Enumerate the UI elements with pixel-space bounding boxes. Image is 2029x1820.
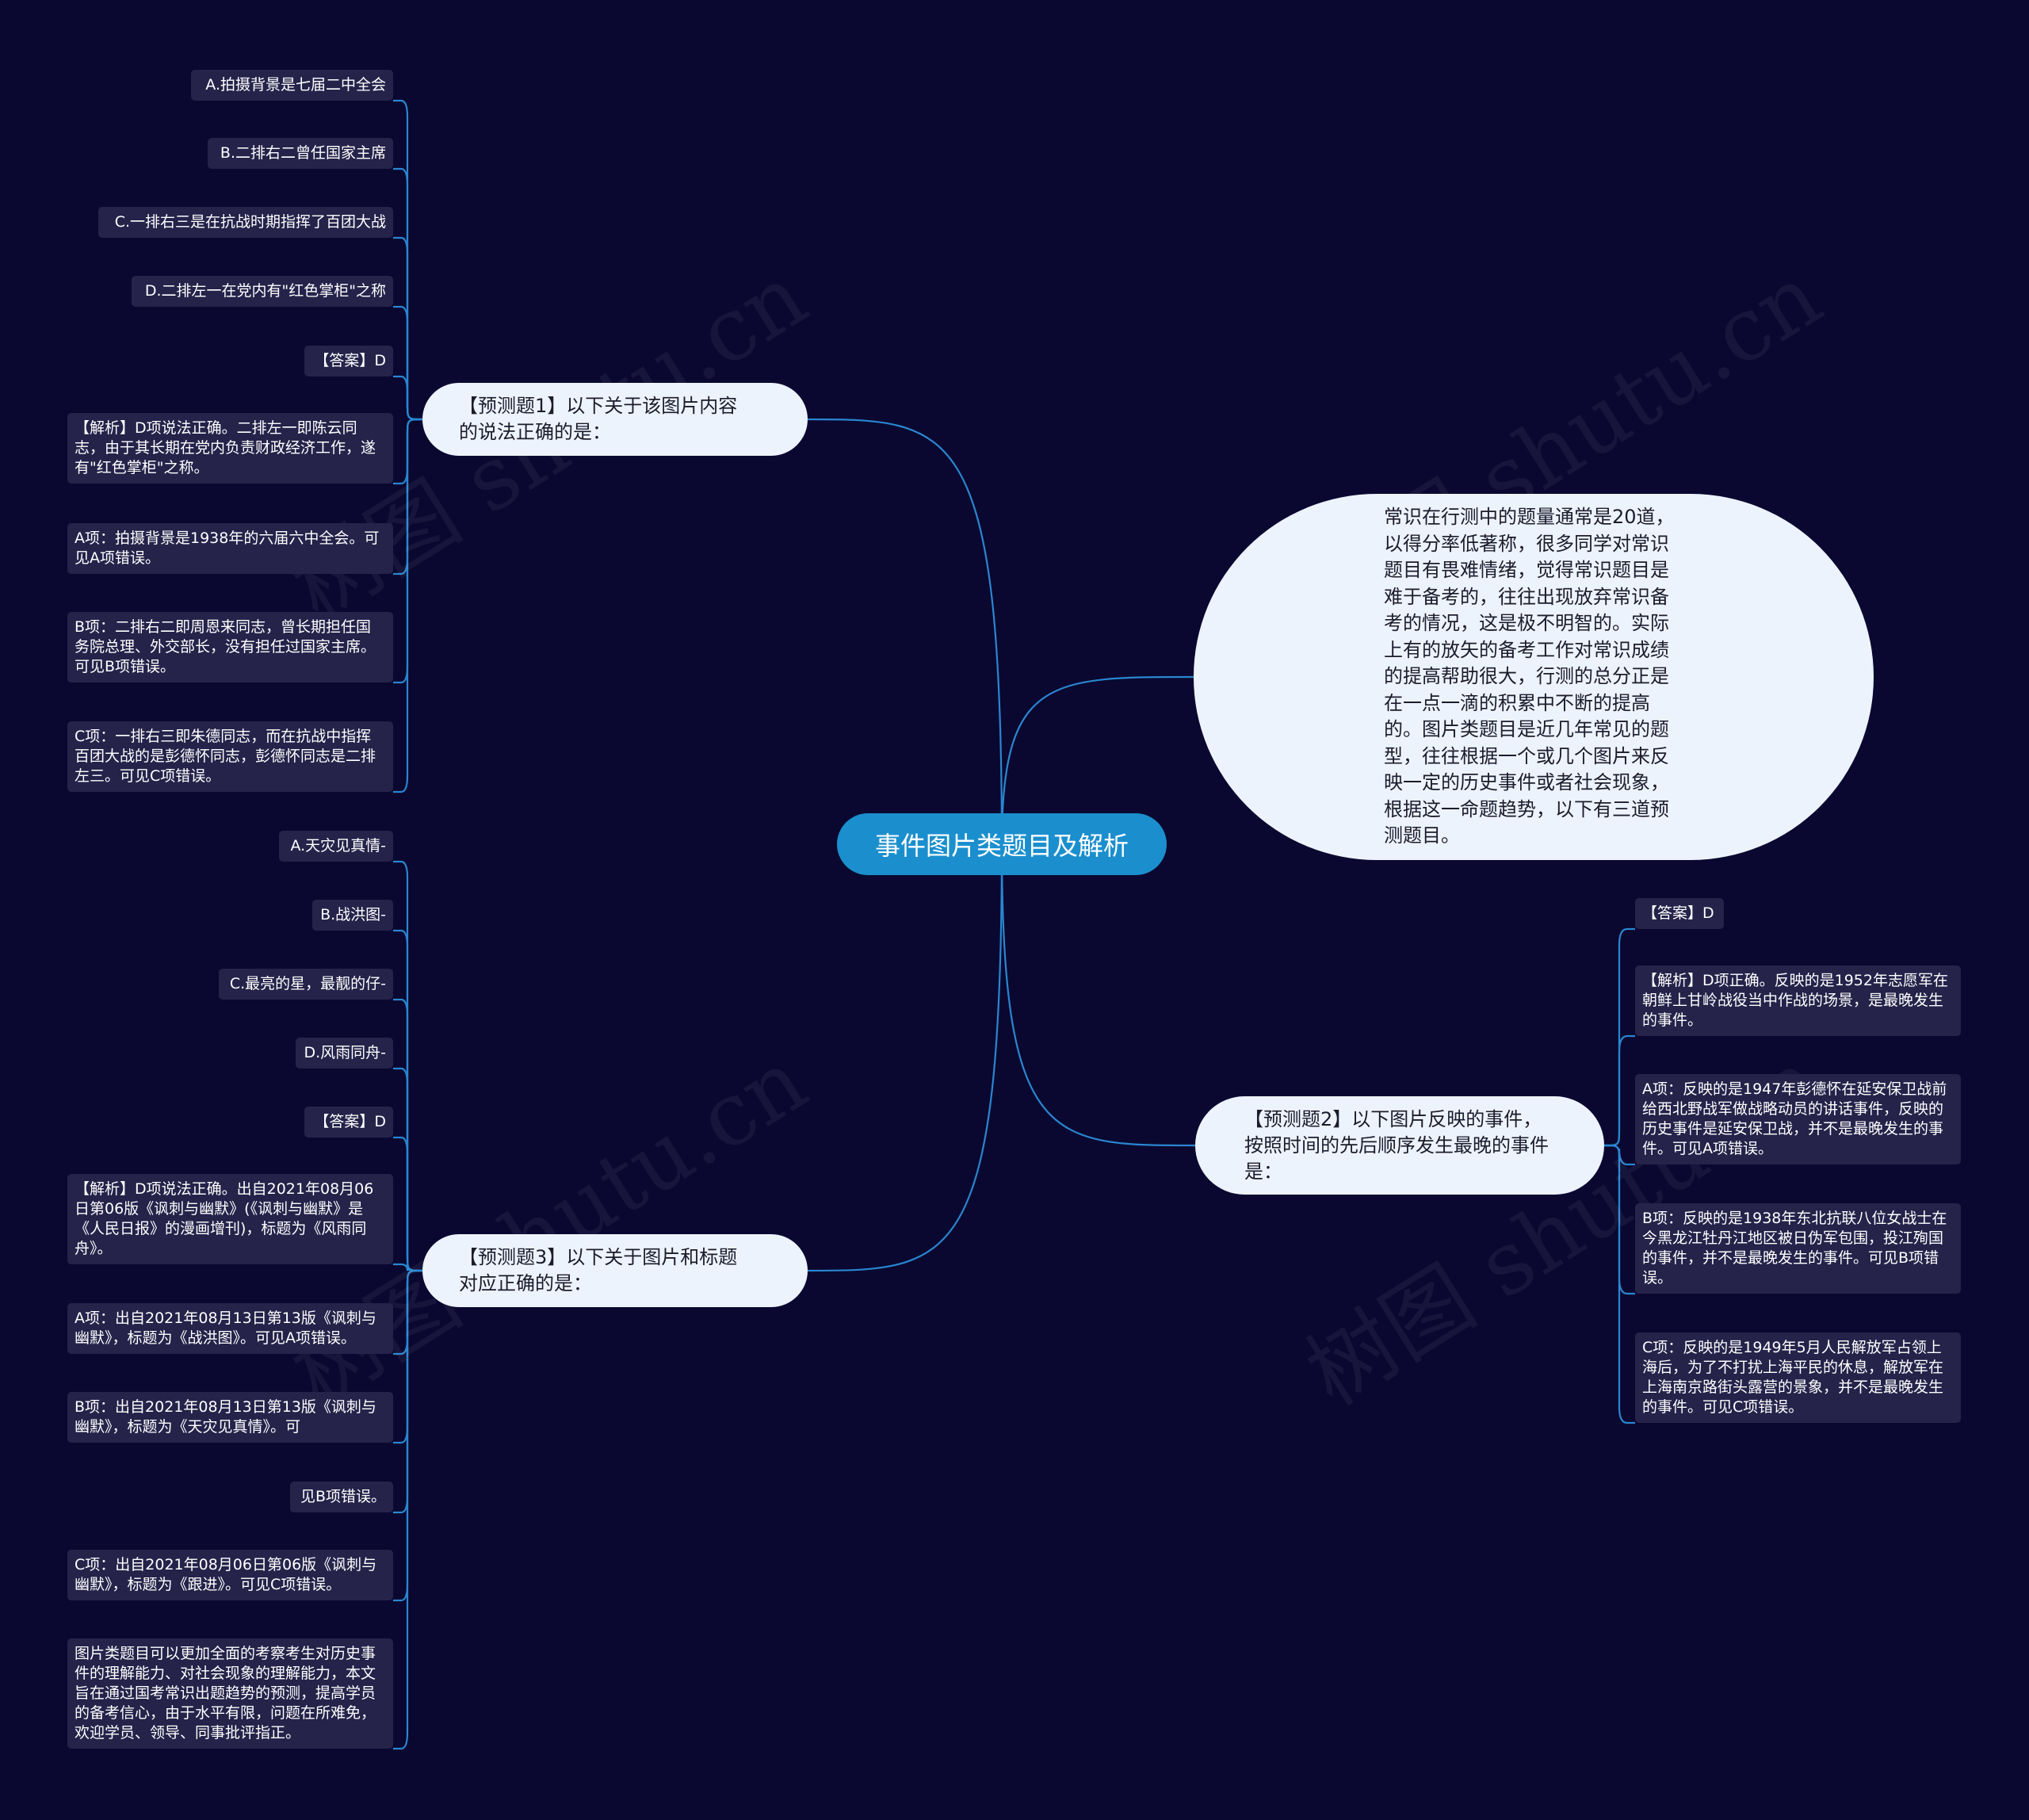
q2-analysis[interactable]: 【解析】D项正确。反映的是1952年志愿军在朝鲜上甘岭战役当中作战的场景，是最晚… — [1635, 965, 1961, 1036]
q1-analysis[interactable]: 【解析】D项说法正确。二排左一即陈云同志，由于其长期在党内负责财政经济工作，遂有… — [67, 413, 393, 484]
q3-option-c[interactable]: C.最亮的星，最靓的仔- — [219, 969, 393, 1000]
q2-answer[interactable]: 【答案】D — [1635, 898, 1724, 929]
intro-node[interactable]: 常识在行测中的题量通常是20道，以得分率低著称，很多同学对常识题目有畏难情绪，觉… — [1194, 494, 1874, 860]
q2-item-b-explain[interactable]: B项：反映的是1938年东北抗联八位女战士在今黑龙江牡丹江地区被日伪军包围，投江… — [1635, 1203, 1961, 1294]
q2-item-a-explain[interactable]: A项：反映的是1947年彭德怀在延安保卫战前给西北野战军做战略动员的讲话事件，反… — [1635, 1074, 1961, 1164]
root-node[interactable]: 事件图片类题目及解析 — [837, 813, 1167, 875]
q1-node[interactable]: 【预测题1】以下关于该图片内容的说法正确的是： — [422, 383, 808, 456]
link-q3-leaf — [393, 1136, 423, 1272]
link-root-q1 — [807, 418, 1003, 845]
link-root-intro — [1000, 675, 1194, 845]
q2-node[interactable]: 【预测题2】以下图片反映的事件，按照时间的先后顺序发生最晚的事件是： — [1195, 1096, 1604, 1195]
link-q2-leaf — [1603, 1144, 1635, 1424]
q1-item-a-explain[interactable]: A项：拍摄背景是1938年的六届六中全会。可见A项错误。 — [67, 523, 393, 574]
q1-option-c[interactable]: C.一排右三是在抗战时期指挥了百团大战 — [98, 207, 393, 238]
q3-option-b[interactable]: B.战洪图- — [312, 900, 393, 931]
q3-answer[interactable]: 【答案】D — [304, 1107, 393, 1138]
q3-item-c-explain[interactable]: C项：出自2021年08月06日第06版《讽刺与幽默》，标题为《跟进》。可见C项… — [67, 1550, 393, 1600]
q2-item-c-explain[interactable]: C项：反映的是1949年5月人民解放军占领上海后，为了不打扰上海平民的休息，解放… — [1635, 1332, 1961, 1423]
q3-title: 【预测题3】以下关于图片和标题对应正确的是： — [459, 1246, 738, 1294]
q1-option-d[interactable]: D.二排左一在党内有"红色掌柜"之称 — [132, 276, 393, 307]
link-q3-leaf — [393, 1269, 423, 1750]
q1-item-c-explain[interactable]: C项：一排右三即朱德同志，而在抗战中指挥百团大战的是彭德怀同志，彭德怀同志是二排… — [67, 721, 393, 792]
q3-summary[interactable]: 图片类题目可以更加全面的考察考生对历史事件的理解能力、对社会现象的理解能力，本文… — [67, 1638, 393, 1749]
link-root-q2 — [1000, 843, 1196, 1147]
q3-option-d[interactable]: D.风雨同舟- — [296, 1038, 393, 1069]
q1-option-b[interactable]: B.二排右二曾任国家主席 — [208, 138, 393, 169]
link-root-q3 — [807, 843, 1003, 1272]
q3-option-a[interactable]: A.天灾见真情- — [279, 831, 393, 862]
intro-text: 常识在行测中的题量通常是20道，以得分率低著称，很多同学对常识题目有畏难情绪，觉… — [1384, 506, 1675, 847]
q3-item-a-explain[interactable]: A项：出自2021年08月13日第13版《讽刺与幽默》，标题为《战洪图》。可见A… — [67, 1303, 393, 1354]
q3-node[interactable]: 【预测题3】以下关于图片和标题对应正确的是： — [422, 1234, 808, 1307]
q3-item-b-explain-cont[interactable]: 见B项错误。 — [290, 1482, 393, 1512]
link-q1-leaf — [393, 375, 423, 421]
q3-analysis[interactable]: 【解析】D项说法正确。出自2021年08月06日第06版《讽刺与幽默》(《讽刺与… — [67, 1174, 393, 1264]
q2-title: 【预测题2】以下图片反映的事件，按照时间的先后顺序发生最晚的事件是： — [1244, 1107, 1549, 1183]
q1-answer[interactable]: 【答案】D — [304, 346, 393, 377]
q3-item-b-explain[interactable]: B项：出自2021年08月13日第13版《讽刺与幽默》，标题为《天灾见真情》。可 — [67, 1392, 393, 1443]
q1-item-b-explain[interactable]: B项：二排右二即周恩来同志，曾长期担任国务院总理、外交部长，没有担任过国家主席。… — [67, 612, 393, 682]
q1-option-a[interactable]: A.拍摄背景是七届二中全会 — [191, 70, 393, 101]
link-q2-leaf — [1603, 1034, 1635, 1147]
q1-title: 【预测题1】以下关于该图片内容的说法正确的是： — [459, 395, 738, 443]
link-q1-leaf — [393, 418, 423, 793]
